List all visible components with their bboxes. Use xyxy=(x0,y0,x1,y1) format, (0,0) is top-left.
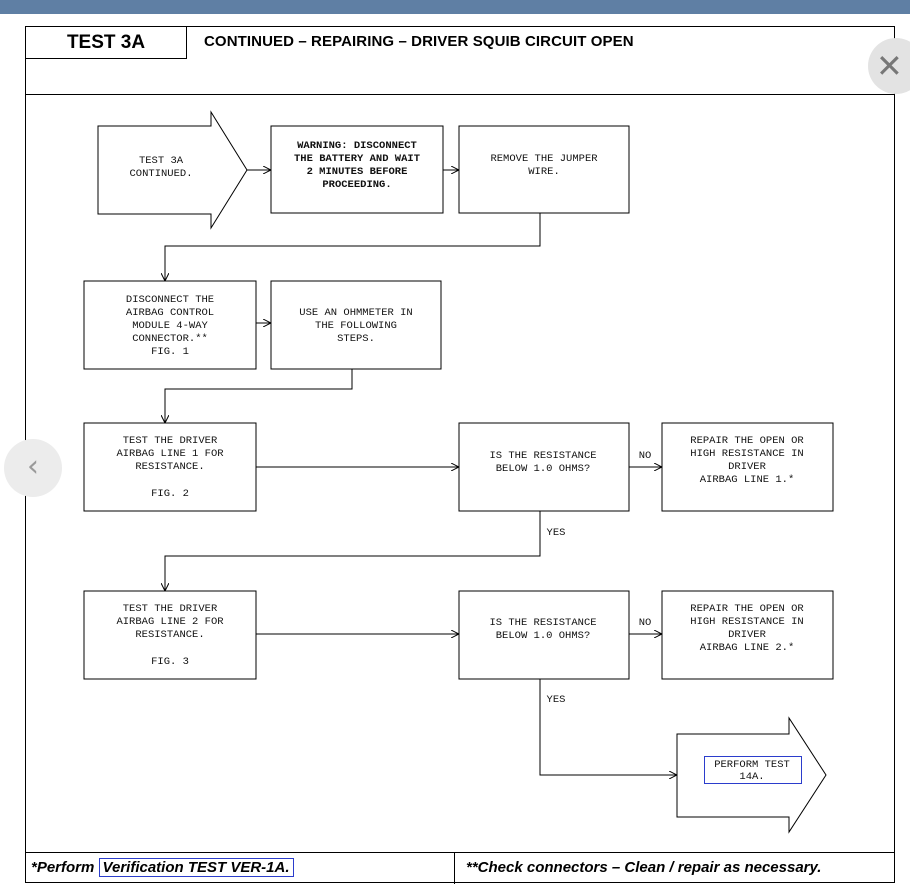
remove-jumper-line-2: WIRE. xyxy=(528,166,560,178)
question2-line-1: IS THE RESISTANCE xyxy=(489,617,596,629)
perform-test-link[interactable] xyxy=(704,756,802,784)
test2-line-4: FIG. 3 xyxy=(151,656,189,668)
test-line2-box xyxy=(83,590,257,680)
chevron-left-icon[interactable]: ‹ xyxy=(4,439,62,497)
verification-test-link[interactable]: Verification TEST VER-1A. xyxy=(98,858,294,877)
warning-line-3: 2 MINUTES BEFORE xyxy=(307,166,408,178)
repair1-line-1: REPAIR THE OPEN OR xyxy=(690,435,804,447)
connector-question2-perform xyxy=(539,679,676,775)
disconnect-line-2: AIRBAG CONTROL xyxy=(126,307,214,319)
repair1-line-2: HIGH RESISTANCE IN xyxy=(690,448,803,460)
question2-box xyxy=(458,590,630,680)
disconnect-acm-box xyxy=(83,280,257,370)
footer: *Perform Verification TEST VER-1A. **Che… xyxy=(26,852,894,884)
disconnect-line-1: DISCONNECT THE xyxy=(126,294,214,306)
disconnect-line-4: CONNECTOR.** xyxy=(132,333,208,345)
remove-jumper-box xyxy=(458,125,630,214)
test-label: TEST 3A xyxy=(26,27,187,59)
test2-line-2: AIRBAG LINE 2 FOR xyxy=(116,616,224,628)
header-divider xyxy=(26,94,894,95)
connector-question1-test2 xyxy=(165,511,541,590)
repair1-line-4: AIRBAG LINE 1.* xyxy=(700,474,795,486)
repair2-line-3: DRIVER xyxy=(728,629,767,641)
footer-note-right: **Check connectors – Clean / repair as n… xyxy=(466,859,822,876)
ohmmeter-line-1: USE AN OHMMETER IN xyxy=(299,307,412,319)
repair1-line-3: DRIVER xyxy=(728,461,767,473)
ohmmeter-box xyxy=(270,280,442,370)
repair2-line-1: REPAIR THE OPEN OR xyxy=(690,603,804,615)
test2-line-3: RESISTANCE. xyxy=(135,629,204,641)
no-label-1: NO xyxy=(639,450,652,462)
disconnect-line-5: FIG. 1 xyxy=(151,346,189,358)
start-line-1: TEST 3A xyxy=(139,155,184,167)
repair-line1-box xyxy=(661,422,834,512)
warning-line-1: WARNING: DISCONNECT xyxy=(297,140,417,152)
test1-line-2: AIRBAG LINE 1 FOR xyxy=(116,448,224,460)
connector-ohmmeter-test1 xyxy=(165,369,353,422)
test1-line-1: TEST THE DRIVER xyxy=(123,435,218,447)
start-arrow-shape xyxy=(97,110,248,230)
close-icon[interactable]: ✕ xyxy=(868,38,910,94)
viewer-top-bar xyxy=(0,0,910,14)
no-label-2: NO xyxy=(639,617,652,629)
yes-label-2: YES xyxy=(547,694,566,706)
yes-label-1: YES xyxy=(547,527,566,539)
test2-line-1: TEST THE DRIVER xyxy=(123,603,218,615)
warning-line-2: THE BATTERY AND WAIT xyxy=(294,153,420,165)
repair2-line-4: AIRBAG LINE 2.* xyxy=(700,642,795,654)
test1-line-4: FIG. 2 xyxy=(151,488,189,500)
warning-line-4: PROCEEDING. xyxy=(322,179,391,191)
perform-arrow-shape xyxy=(676,716,827,834)
page-title: CONTINUED – REPAIRING – DRIVER SQUIB CIR… xyxy=(204,33,634,50)
perform-line-2[interactable]: 14A. xyxy=(739,771,764,783)
footer-divider xyxy=(454,853,455,884)
footer-prefix: *Perform xyxy=(31,859,99,876)
start-line-2: CONTINUED. xyxy=(129,168,192,180)
connector-remove-disconnect xyxy=(165,213,541,280)
question2-line-2: BELOW 1.0 OHMS? xyxy=(496,630,591,642)
footer-note-left: *Perform Verification TEST VER-1A. xyxy=(31,858,294,877)
repair-line2-box xyxy=(661,590,834,680)
test1-line-3: RESISTANCE. xyxy=(135,461,204,473)
question1-line-2: BELOW 1.0 OHMS? xyxy=(496,463,591,475)
perform-line-1[interactable]: PERFORM TEST xyxy=(714,759,790,771)
ohmmeter-line-2: THE FOLLOWING xyxy=(315,320,397,332)
question1-line-1: IS THE RESISTANCE xyxy=(489,450,596,462)
repair2-line-2: HIGH RESISTANCE IN xyxy=(690,616,803,628)
procedure-page: TEST 3A CONTINUED – REPAIRING – DRIVER S… xyxy=(25,26,895,884)
disconnect-line-3: MODULE 4-WAY xyxy=(132,320,208,332)
remove-jumper-line-1: REMOVE THE JUMPER xyxy=(490,153,598,165)
ohmmeter-line-3: STEPS. xyxy=(337,333,375,345)
